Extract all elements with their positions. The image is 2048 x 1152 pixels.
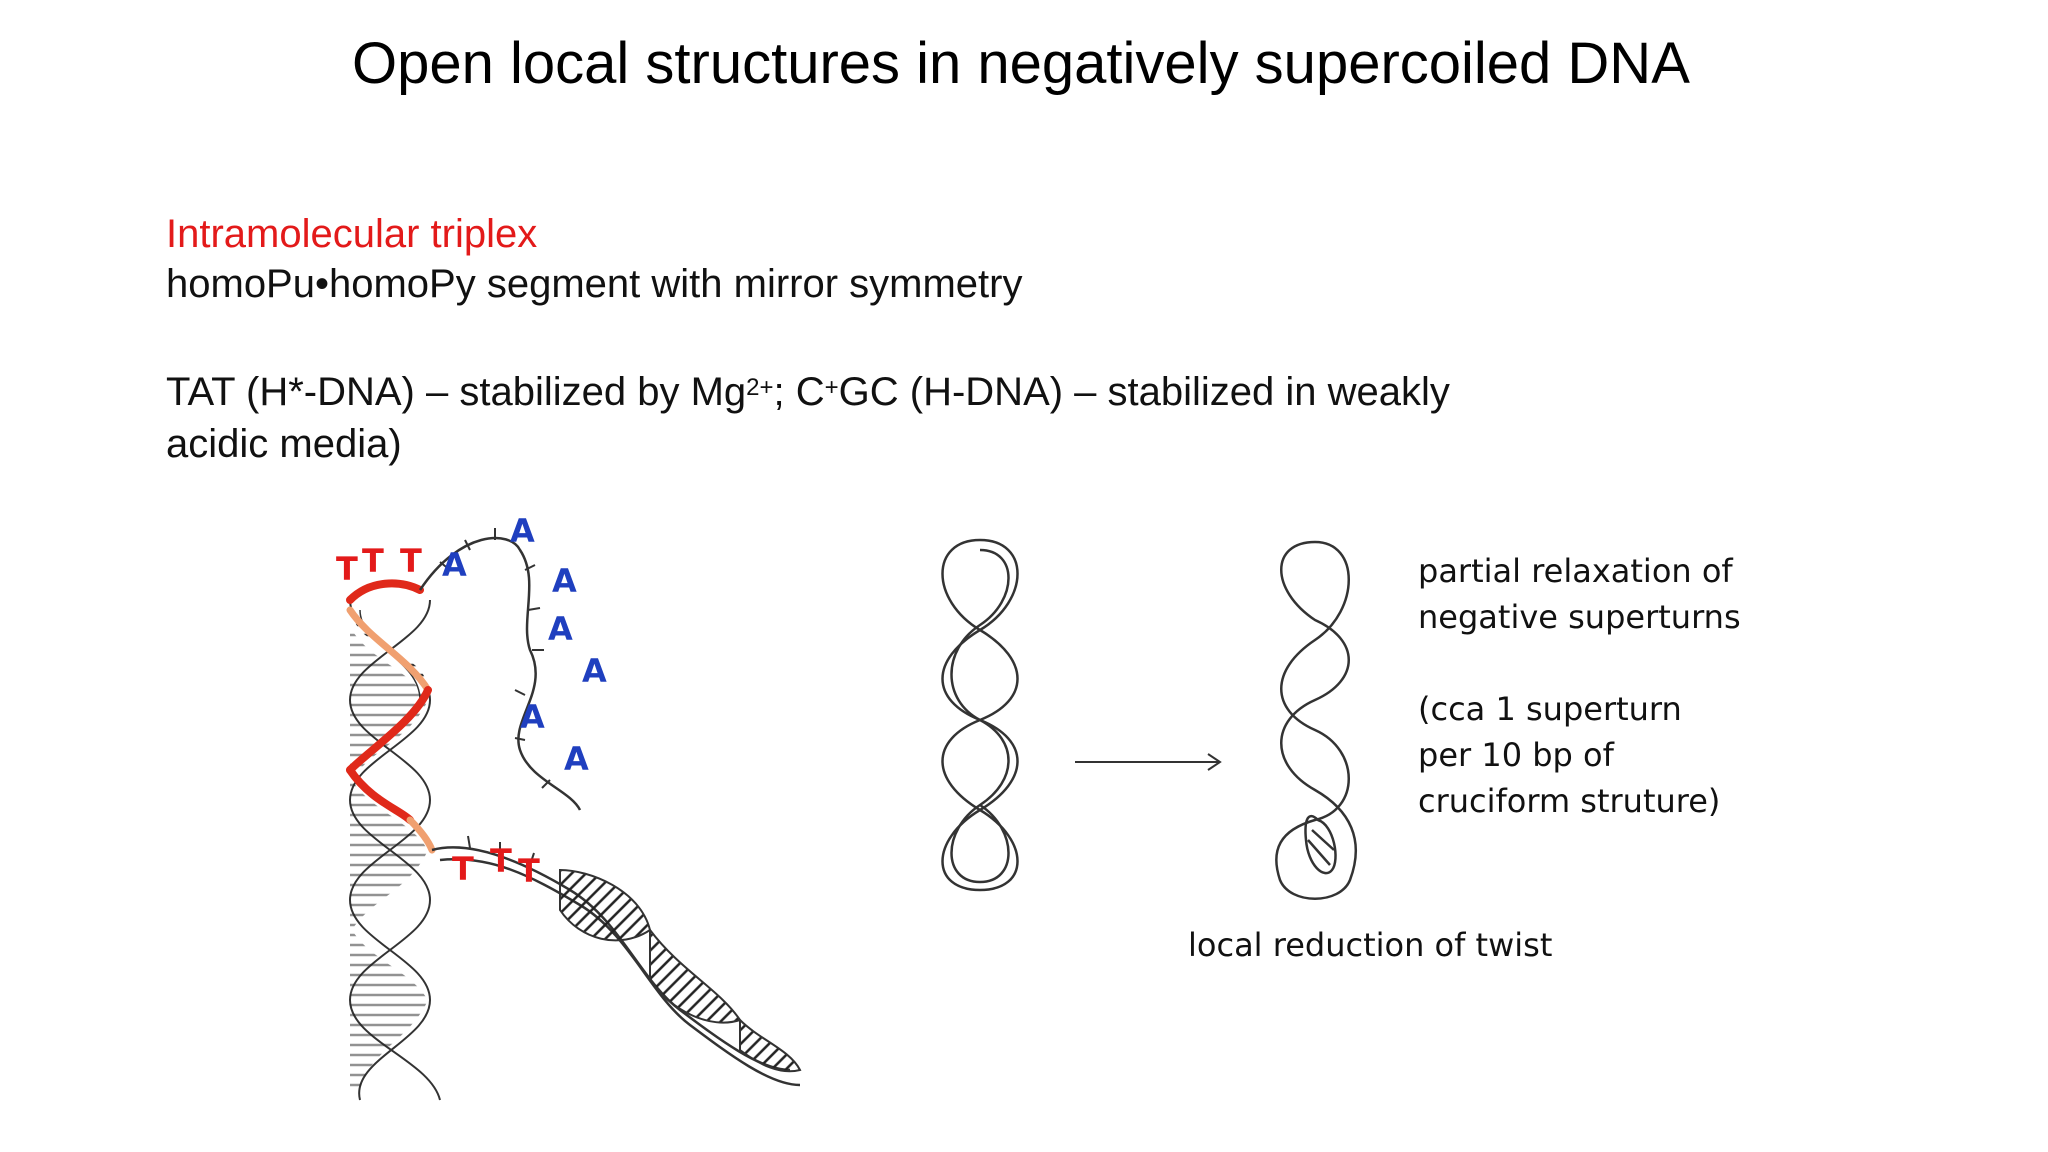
loop-strand xyxy=(418,536,801,1087)
tat-description: TAT (H*-DNA) – stabilized by Mg2+; C+GC … xyxy=(166,366,1466,470)
twist-caption: local reduction of twist xyxy=(1188,926,1553,964)
superturn-line-1: (cca 1 superturn xyxy=(1418,690,1682,728)
third-strand-red-low xyxy=(346,766,414,824)
t-label-1: T xyxy=(336,550,358,588)
relaxation-line-2: negative superturns xyxy=(1418,598,1741,636)
tat-text-part3: GC (H-DNA) – stabilized in weakly acidic… xyxy=(166,370,1450,466)
a-label-1: A xyxy=(442,546,467,584)
t-label-5: T xyxy=(490,842,512,880)
triplex-dna-figure: T T T T T T A A A A A A A xyxy=(336,512,802,1101)
third-strand-orange-top xyxy=(346,606,432,694)
superturn-line-3: cruciform struture) xyxy=(1418,782,1721,820)
section-heading: Intramolecular triplex xyxy=(166,212,538,256)
supercoil-figure xyxy=(941,538,1358,900)
relaxation-note: partial relaxation of negative superturn… xyxy=(1418,548,1741,824)
tat-text-part2: ; C xyxy=(773,370,825,414)
supercoil-left xyxy=(941,538,1019,892)
a-label-4: A xyxy=(548,610,573,648)
slide-title: Open local structures in negatively supe… xyxy=(352,31,1690,96)
tat-text-part1: TAT (H*-DNA) – stabilized by Mg xyxy=(166,370,747,414)
a-label-5: A xyxy=(582,652,607,690)
a-label-7: A xyxy=(564,740,589,778)
a-label-6: A xyxy=(520,698,545,736)
a-label-2: A xyxy=(510,512,535,550)
relaxation-line-1: partial relaxation of xyxy=(1418,552,1733,590)
a-label-3: A xyxy=(552,562,577,600)
t-label-6: T xyxy=(518,852,540,890)
mg-charge: 2+ xyxy=(746,374,774,401)
third-strand-orange-low xyxy=(406,816,436,854)
homo-segment-text: homoPu•homoPy segment with mirror symmet… xyxy=(166,262,1023,306)
t-label-3: T xyxy=(400,542,422,580)
loop-ticks xyxy=(439,528,551,866)
third-strand-red-mid xyxy=(346,686,432,774)
t-label-2: T xyxy=(362,542,384,580)
superturn-line-2: per 10 bp of xyxy=(1418,736,1614,774)
arrow-icon xyxy=(1075,753,1222,771)
supercoil-right xyxy=(1275,540,1358,900)
t-label-4: T xyxy=(452,850,474,888)
c-charge: + xyxy=(824,374,839,401)
third-strand-red xyxy=(346,579,424,604)
lower-right-helix xyxy=(559,868,802,1073)
